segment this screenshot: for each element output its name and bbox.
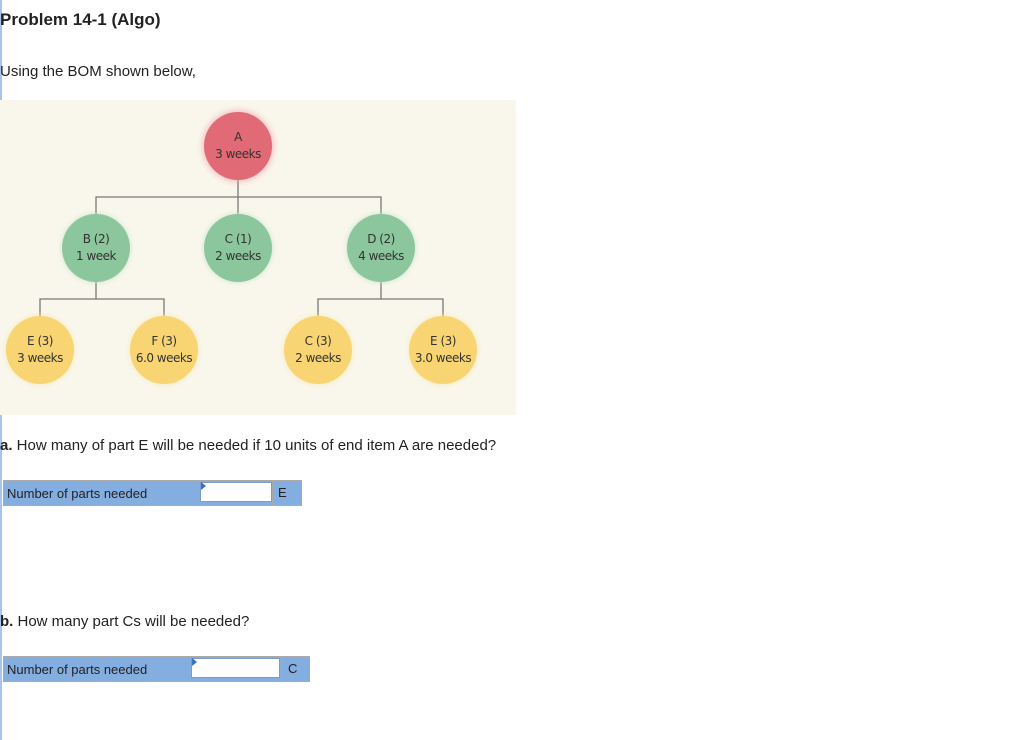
- problem-title: Problem 14-1 (Algo): [0, 10, 161, 29]
- bom-node-b: B (2) 1 week: [62, 214, 130, 282]
- node-lead-time: 3 weeks: [17, 351, 63, 365]
- node-name: E (3): [430, 334, 456, 348]
- question-b-prefix: b.: [0, 613, 14, 630]
- answer-a-unit: E: [272, 481, 302, 505]
- node-lead-time: 4 weeks: [358, 249, 404, 263]
- node-name: A: [234, 130, 242, 144]
- answer-row-a: Number of parts needed E: [3, 480, 302, 506]
- answer-a-input[interactable]: [200, 482, 272, 502]
- node-name: C (3): [304, 334, 332, 348]
- connector-d-children: [317, 282, 444, 316]
- answer-b-input[interactable]: [191, 658, 280, 678]
- answer-row-b: Number of parts needed C: [3, 656, 310, 682]
- bom-node-c3: C (3) 2 weeks: [284, 316, 352, 384]
- answer-a-label: Number of parts needed: [7, 485, 148, 501]
- bom-node-c1: C (1) 2 weeks: [204, 214, 272, 282]
- bom-diagram: A 3 weeks B (2) 1 week C (1) 2 weeks D (2) 4…: [0, 100, 516, 415]
- question-a-prefix: a.: [0, 437, 13, 454]
- node-lead-time: 2 weeks: [295, 351, 341, 365]
- bom-connectors: [39, 180, 444, 316]
- question-a: a. How many of part E will be needed if …: [0, 437, 496, 454]
- node-lead-time: 2 weeks: [215, 249, 261, 263]
- bom-node-d: D (2) 4 weeks: [347, 214, 415, 282]
- question-b: b. How many part Cs will be needed?: [0, 613, 249, 630]
- node-name: E (3): [27, 334, 53, 348]
- bom-node-e-under-d: E (3) 3.0 weeks: [409, 316, 477, 384]
- question-a-text: How many of part E will be needed if 10 …: [12, 437, 497, 454]
- input-marker-icon: [201, 482, 206, 490]
- node-name: D (2): [367, 232, 395, 246]
- answer-b-label: Number of parts needed: [7, 661, 148, 677]
- intro-text: Using the BOM shown below,: [0, 63, 196, 80]
- node-lead-time: 6.0 weeks: [135, 351, 193, 365]
- bom-node-a: A 3 weeks: [204, 112, 272, 180]
- bom-node-e-under-b: E (3) 3 weeks: [6, 316, 74, 384]
- connector-b-children: [39, 282, 165, 316]
- answer-b-unit: C: [281, 657, 310, 681]
- node-lead-time: 1 week: [76, 249, 116, 263]
- node-name: C (1): [224, 232, 252, 246]
- node-lead-time: 3 weeks: [215, 147, 261, 161]
- question-b-text: How many part Cs will be needed?: [13, 613, 250, 630]
- node-name: F (3): [151, 334, 177, 348]
- node-lead-time: 3.0 weeks: [414, 351, 472, 365]
- node-name: B (2): [82, 232, 110, 246]
- connector-level1: [95, 180, 382, 214]
- input-marker-icon: [192, 658, 197, 666]
- bom-node-f: F (3) 6.0 weeks: [130, 316, 198, 384]
